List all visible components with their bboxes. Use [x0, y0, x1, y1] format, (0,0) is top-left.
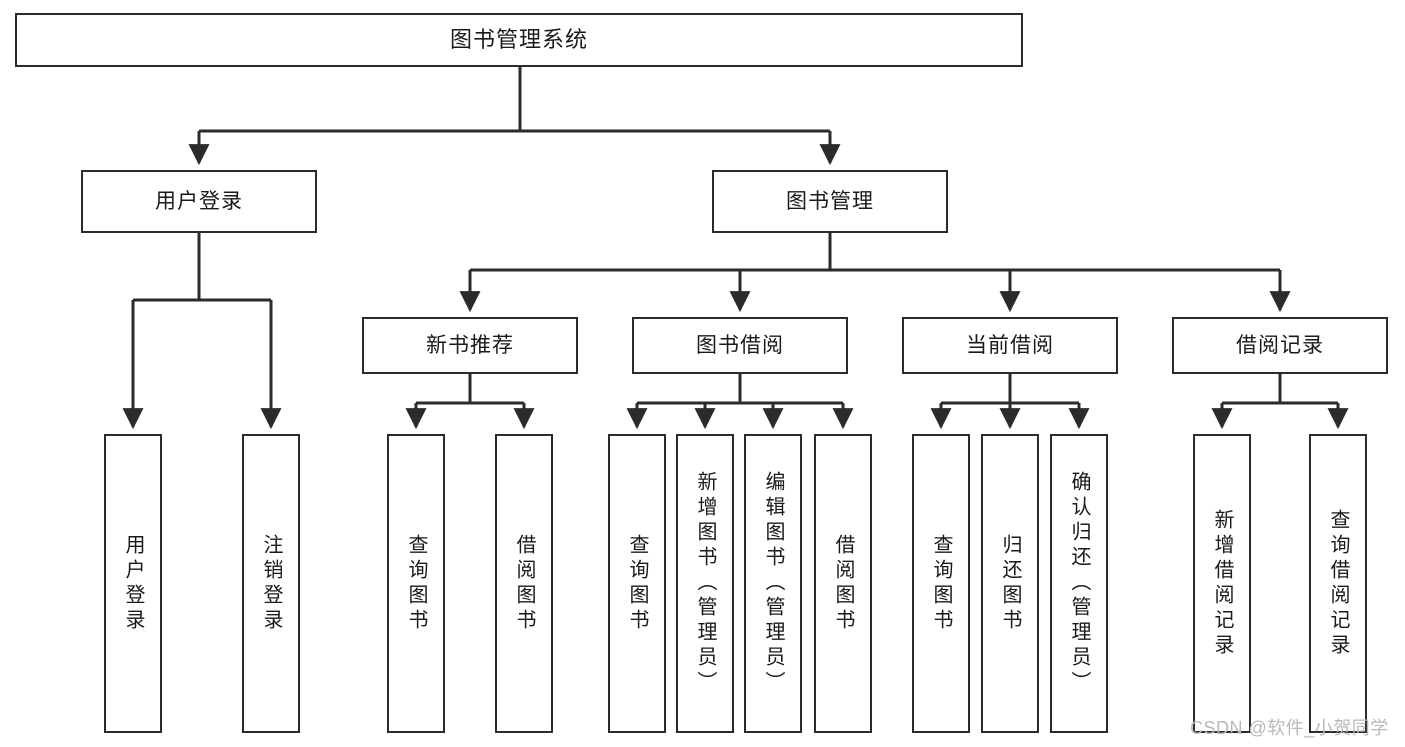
node-leaf-query-book-1-label: 查询图书	[405, 533, 427, 634]
node-leaf-user-login-label: 用户登录	[122, 533, 144, 634]
node-leaf-user-login[interactable]: 用户登录	[104, 434, 162, 733]
node-leaf-return-book-label: 归还图书	[999, 533, 1021, 634]
node-leaf-return-book[interactable]: 归还图书	[981, 434, 1039, 733]
node-leaf-query-record[interactable]: 查询借阅记录	[1309, 434, 1367, 733]
node-current-borrow[interactable]: 当前借阅	[902, 317, 1118, 374]
node-root-label: 图书管理系统	[449, 26, 588, 52]
node-book-borrow-label: 图书借阅	[696, 333, 784, 357]
node-current-borrow-label: 当前借阅	[966, 333, 1054, 357]
node-user-login-label: 用户登录	[155, 189, 243, 213]
node-leaf-add-record[interactable]: 新增借阅记录	[1193, 434, 1251, 733]
node-leaf-query-record-label: 查询借阅记录	[1327, 508, 1349, 659]
node-new-book-recommend-label: 新书推荐	[426, 333, 514, 357]
node-leaf-query-book-2-label: 查询图书	[626, 533, 648, 634]
node-user-login[interactable]: 用户登录	[81, 170, 317, 233]
node-leaf-query-book-2[interactable]: 查询图书	[608, 434, 666, 733]
node-book-borrow[interactable]: 图书借阅	[632, 317, 848, 374]
node-borrow-record[interactable]: 借阅记录	[1172, 317, 1388, 374]
node-root[interactable]: 图书管理系统	[15, 13, 1023, 67]
node-leaf-query-book-1[interactable]: 查询图书	[387, 434, 445, 733]
node-leaf-add-book-label: 新增图书（管理员）	[694, 471, 716, 696]
node-book-manage-label: 图书管理	[786, 189, 874, 213]
node-leaf-query-book-3-label: 查询图书	[930, 533, 952, 634]
node-leaf-user-logout[interactable]: 注销登录	[242, 434, 300, 733]
node-leaf-edit-book-label: 编辑图书（管理员）	[762, 471, 784, 696]
watermark-text: CSDN @软件_小贺同学	[1190, 718, 1389, 738]
node-leaf-user-logout-label: 注销登录	[260, 533, 282, 634]
node-leaf-add-book[interactable]: 新增图书（管理员）	[676, 434, 734, 733]
node-leaf-borrow-book-2-label: 借阅图书	[832, 533, 854, 634]
node-leaf-query-book-3[interactable]: 查询图书	[912, 434, 970, 733]
node-leaf-borrow-book-2[interactable]: 借阅图书	[814, 434, 872, 733]
node-leaf-add-record-label: 新增借阅记录	[1211, 508, 1233, 659]
node-book-manage[interactable]: 图书管理	[712, 170, 948, 233]
node-borrow-record-label: 借阅记录	[1236, 333, 1324, 357]
node-leaf-confirm-return[interactable]: 确认归还（管理员）	[1050, 434, 1108, 733]
node-leaf-borrow-book-1[interactable]: 借阅图书	[495, 434, 553, 733]
node-leaf-edit-book[interactable]: 编辑图书（管理员）	[744, 434, 802, 733]
node-leaf-borrow-book-1-label: 借阅图书	[513, 533, 535, 634]
node-leaf-confirm-return-label: 确认归还（管理员）	[1068, 471, 1090, 696]
node-new-book-recommend[interactable]: 新书推荐	[362, 317, 578, 374]
